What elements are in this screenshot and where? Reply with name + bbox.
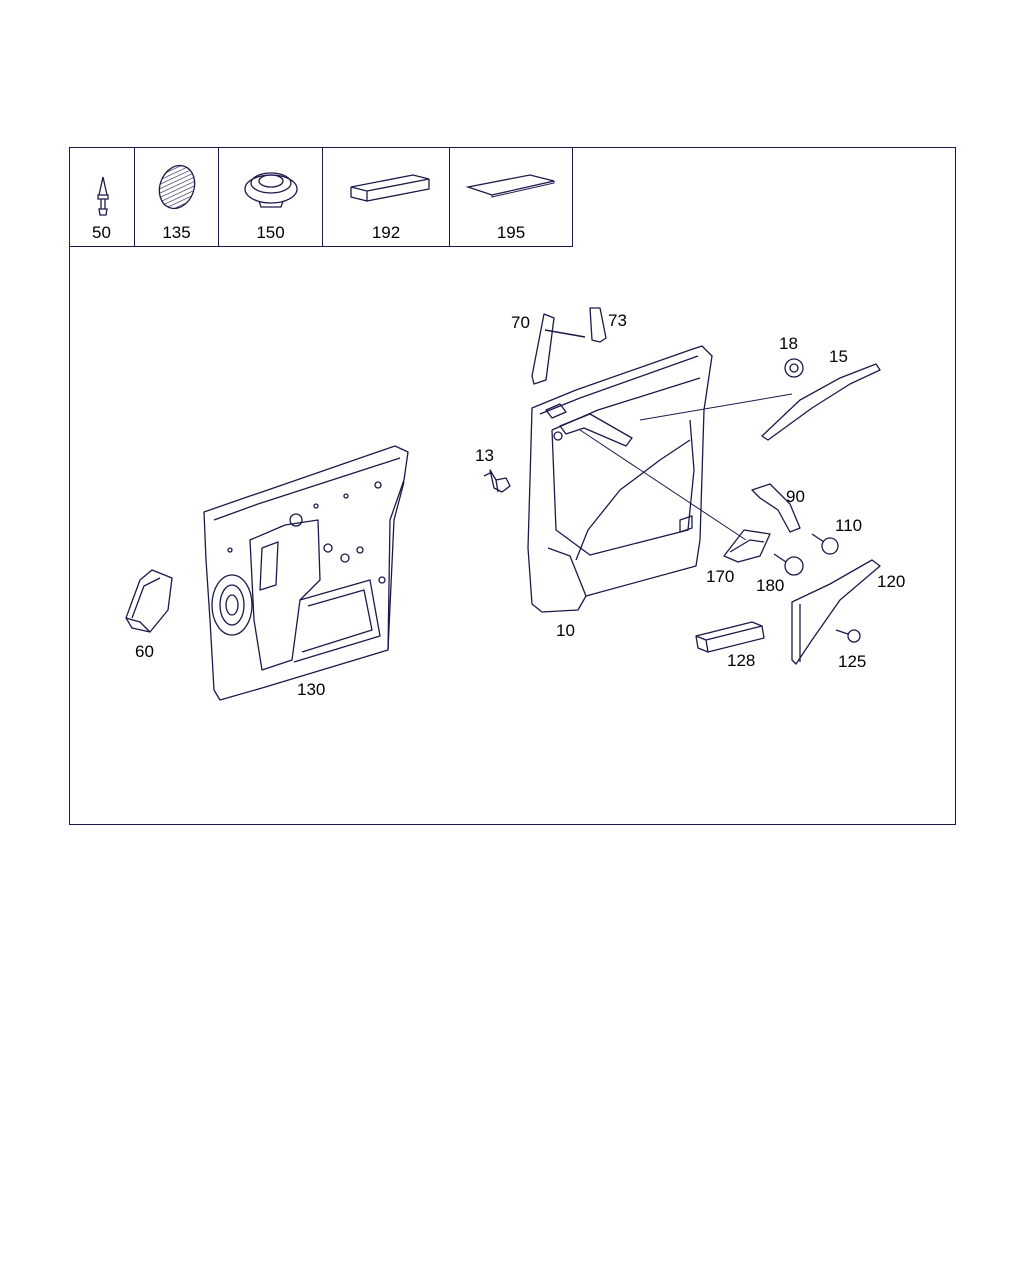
legend-cell-150[interactable]: 150	[219, 147, 323, 247]
callout-170: 170	[706, 567, 734, 586]
callout-labels: 60 130 13 10 70 73 18 15 90 110 170 180 …	[135, 311, 905, 699]
callout-13: 13	[475, 446, 494, 465]
grab-strip-15-part[interactable]	[761, 363, 881, 441]
callout-15: 15	[829, 347, 848, 366]
clip-icon	[97, 176, 109, 216]
trim-strip-70-part[interactable]	[531, 313, 555, 385]
legend-cell-192[interactable]: 192	[323, 147, 450, 247]
callout-120: 120	[877, 572, 905, 591]
legend-number: 135	[162, 223, 191, 242]
legend-cell-135[interactable]: 135	[135, 147, 219, 247]
legend-number: 192	[371, 223, 401, 242]
callout-125: 125	[838, 652, 866, 671]
legend-number: 195	[496, 223, 526, 242]
callout-10: 10	[556, 621, 575, 640]
screw-180-part[interactable]	[773, 553, 804, 576]
callout-128: 128	[727, 651, 755, 670]
callout-60: 60	[135, 642, 154, 661]
cover-120-part[interactable]	[791, 559, 881, 665]
grommet-icon	[244, 172, 298, 208]
door-carrier-part[interactable]	[203, 445, 409, 701]
callout-90: 90	[786, 487, 805, 506]
foil-sheet-icon	[465, 174, 555, 198]
door-trim-panel-part[interactable]	[527, 345, 713, 613]
legend-cell-50[interactable]: 50	[69, 147, 135, 247]
legend-number: 50	[92, 223, 111, 242]
parts-legend: 50 135 150 192 195	[69, 147, 573, 247]
nut-18-part[interactable]	[784, 358, 804, 378]
cap-73-part[interactable]	[589, 307, 607, 343]
clip-13-part[interactable]	[483, 469, 511, 493]
bracket-90-part[interactable]	[751, 483, 801, 533]
callout-73: 73	[608, 311, 627, 330]
speaker-cover-part[interactable]	[125, 569, 173, 633]
legend-cell-195[interactable]: 195	[450, 147, 573, 247]
legend-number: 150	[256, 223, 285, 242]
diagram-frame	[69, 147, 956, 825]
foam-block-128-part[interactable]	[695, 621, 765, 653]
callout-110: 110	[835, 516, 862, 535]
callout-18: 18	[779, 334, 798, 353]
callout-180: 180	[756, 576, 784, 595]
oval-pad-icon	[158, 164, 196, 210]
screw-110-part[interactable]	[811, 533, 839, 555]
foam-block-icon	[350, 174, 430, 202]
latch-170-part[interactable]	[723, 529, 771, 563]
callout-130: 130	[297, 680, 325, 699]
callout-70: 70	[511, 313, 530, 332]
screw-125-part[interactable]	[835, 629, 861, 643]
